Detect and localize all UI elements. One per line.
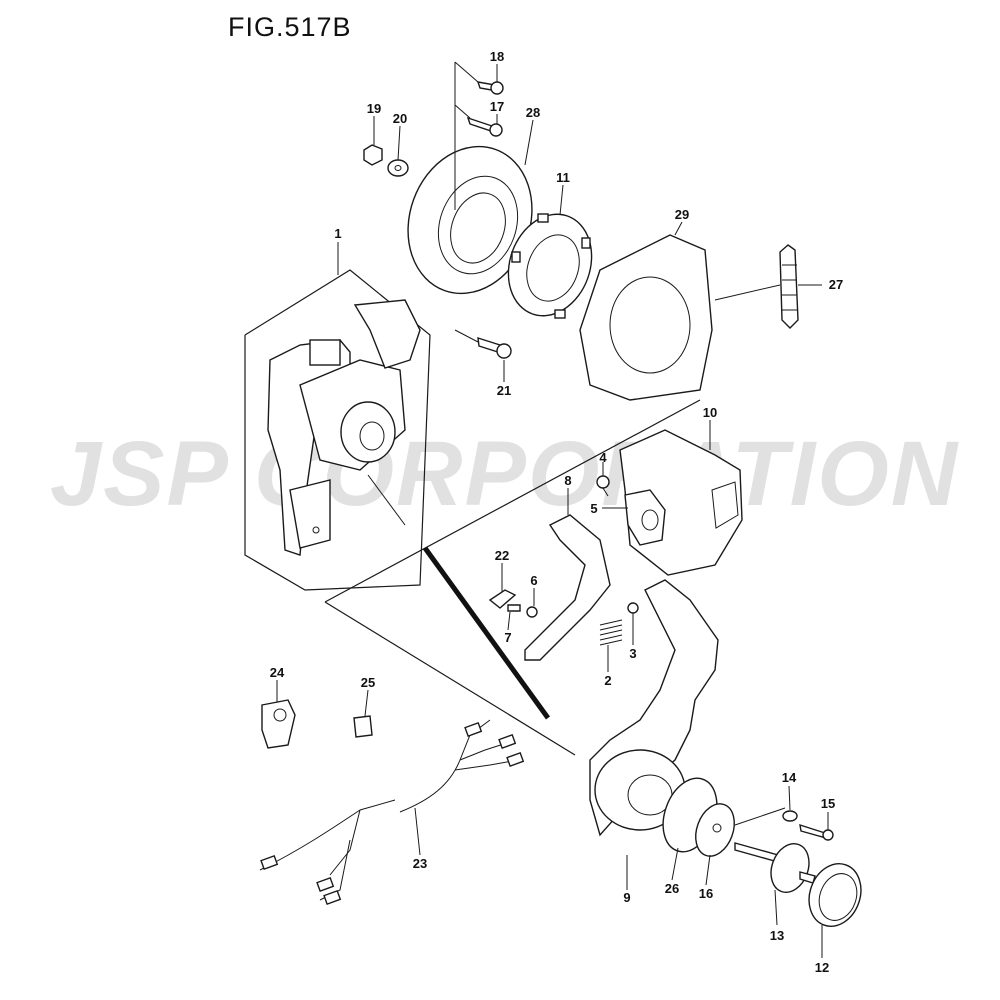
callout-13: 13 <box>770 928 784 943</box>
part-6-washer <box>526 606 538 618</box>
link-line <box>422 546 551 720</box>
figure-title: FIG.517B <box>228 12 352 42</box>
part-16-plate <box>695 803 735 857</box>
part-25-clip <box>353 715 373 738</box>
leader-lines <box>276 64 829 958</box>
part-11-gear-ring <box>507 213 593 319</box>
part-1-control-box <box>267 299 421 556</box>
callout-12: 12 <box>815 960 829 975</box>
part-23-wire-harness <box>259 719 525 905</box>
part-7-screw <box>507 604 521 612</box>
callout-1: 1 <box>334 226 341 241</box>
part-20-washer <box>387 159 409 177</box>
part-2-spring <box>599 619 623 646</box>
assembly-frame-lower <box>324 399 701 756</box>
callout-4: 4 <box>599 450 607 465</box>
callout-21: 21 <box>497 383 511 398</box>
callout-22: 22 <box>495 548 509 563</box>
callout-10: 10 <box>703 405 717 420</box>
callout-labels: 1 2 3 4 5 6 7 8 9 10 11 12 13 14 15 16 1… <box>270 49 843 975</box>
part-9-main-lever <box>589 579 719 837</box>
part-29-bezel <box>579 234 713 401</box>
callout-16: 16 <box>699 886 713 901</box>
callout-17: 17 <box>490 99 504 114</box>
part-3-screw <box>627 602 639 614</box>
callout-28: 28 <box>526 105 540 120</box>
part-17-screw <box>466 116 503 137</box>
part-18-screw <box>476 81 504 95</box>
callout-20: 20 <box>393 111 407 126</box>
callout-2: 2 <box>604 673 611 688</box>
callout-27: 27 <box>829 277 843 292</box>
part-13-shaft <box>734 842 816 893</box>
callout-23: 23 <box>413 856 427 871</box>
assembly-frame-upper <box>244 269 431 591</box>
callout-3: 3 <box>629 646 636 661</box>
callout-24: 24 <box>270 665 285 680</box>
callout-5: 5 <box>590 501 597 516</box>
part-27-label-strip <box>714 244 822 329</box>
callout-6: 6 <box>530 573 537 588</box>
callout-9: 9 <box>623 890 630 905</box>
callout-8: 8 <box>564 473 571 488</box>
part-24-terminal <box>261 699 296 749</box>
part-21-screw <box>477 337 512 359</box>
callout-25: 25 <box>361 675 375 690</box>
callout-18: 18 <box>490 49 504 64</box>
part-8-bracket-arm <box>524 514 611 661</box>
part-22-clip <box>488 589 517 609</box>
part-15-bolt <box>799 823 834 841</box>
callout-11: 11 <box>556 170 570 185</box>
callout-15: 15 <box>821 796 835 811</box>
callout-19: 19 <box>367 101 381 116</box>
callout-26: 26 <box>665 881 679 896</box>
link-line-thin <box>367 474 406 526</box>
callout-14: 14 <box>782 770 797 785</box>
part-5-knob <box>624 489 666 546</box>
callout-29: 29 <box>675 207 689 222</box>
part-14-washer <box>782 810 798 822</box>
part-12-cap <box>808 863 862 927</box>
part-19-nut <box>363 144 383 166</box>
watermark-text: JSP CORPORATION <box>50 423 960 525</box>
callout-7: 7 <box>504 630 511 645</box>
